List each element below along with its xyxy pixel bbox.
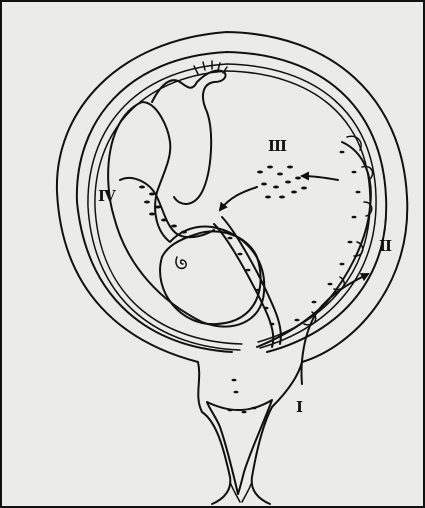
fetus-arm: [120, 178, 214, 237]
fetus-body: [108, 102, 264, 327]
fetus-head: [160, 231, 261, 324]
fetus-leg: [152, 70, 226, 204]
label-i: I: [296, 400, 302, 415]
label-iii: III: [268, 139, 286, 154]
amniotic-membrane-inner: [95, 71, 370, 344]
cervix-inner: [207, 400, 272, 494]
uterus-outer-wall: [57, 32, 407, 407]
placenta-lobes: [304, 136, 373, 325]
uterus-inner-wall: [77, 52, 386, 352]
cervix-left: [198, 362, 230, 504]
label-ii: II: [379, 239, 391, 254]
label-iv: IV: [98, 189, 115, 204]
cervix-right: [252, 407, 272, 504]
arrow-III-to-fetus: [220, 187, 257, 210]
arrow-placenta-to-III: [302, 176, 338, 180]
fetus-ear: [176, 257, 186, 268]
cell-cluster-III: [257, 166, 307, 199]
